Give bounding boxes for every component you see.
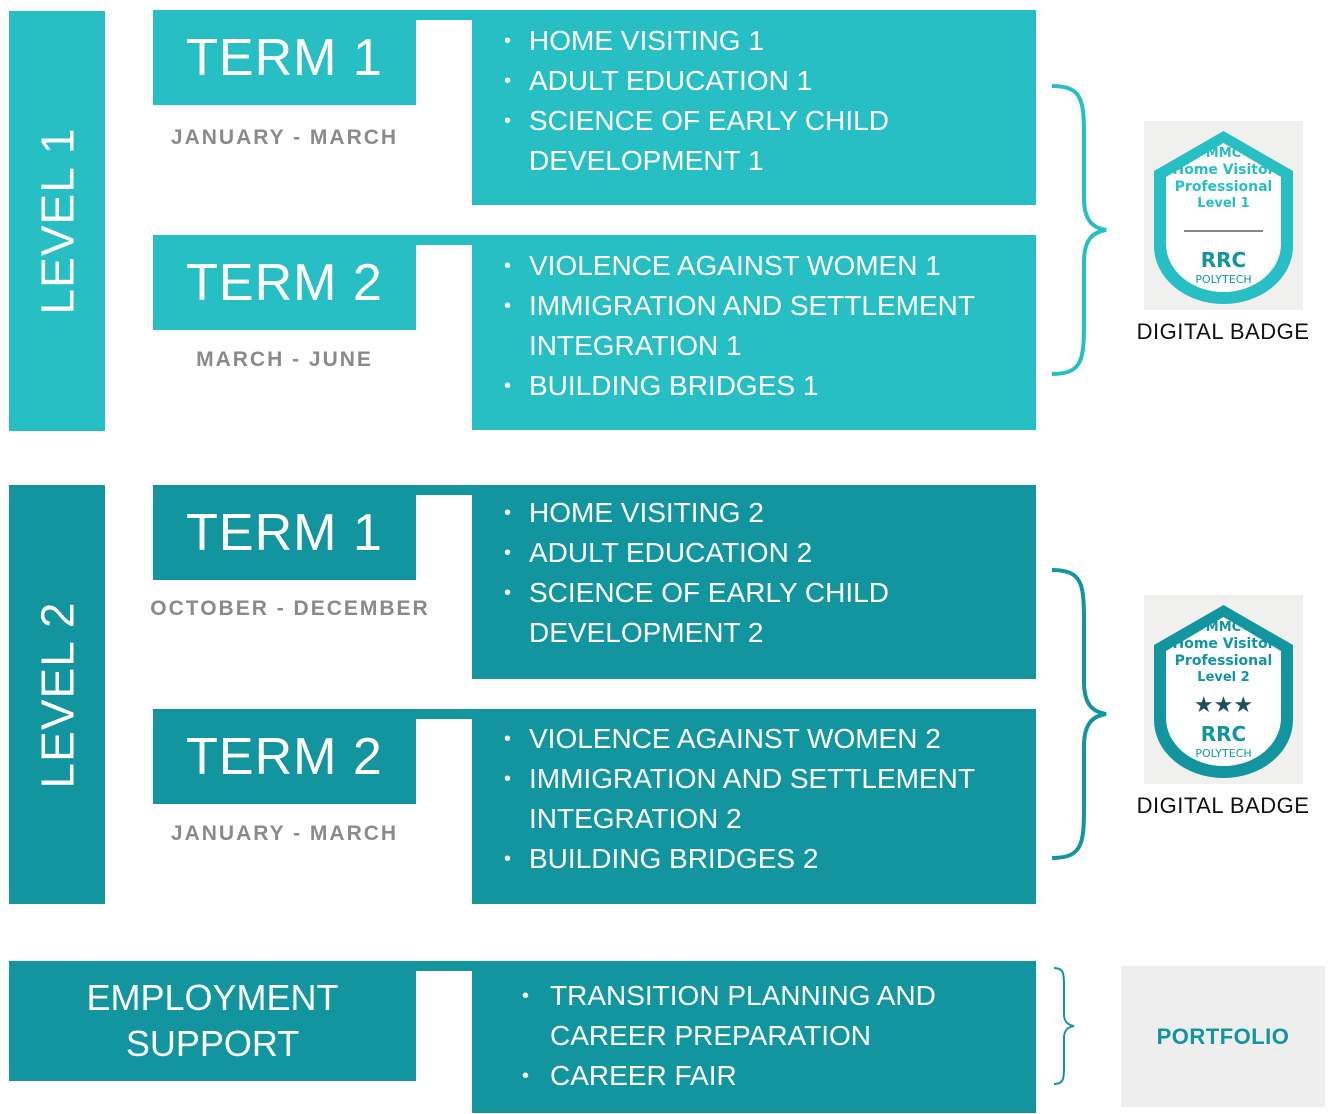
course-item: ADULT EDUCATION 2 (472, 533, 1036, 573)
level-2-term-1: TERM 1 (153, 485, 416, 580)
level-2-brace (1051, 568, 1107, 860)
level-2-bar: LEVEL 2 (9, 485, 105, 904)
level-2-term-2-courses: VIOLENCE AGAINST WOMEN 2 IMMIGRATION AND… (472, 709, 1036, 904)
portfolio-label: PORTFOLIO (1156, 1023, 1290, 1049)
course-item: BUILDING BRIDGES 1 (472, 366, 1036, 406)
term-title: TERM 1 (186, 503, 383, 562)
level-1-badge: MMC Home Visitor Professional Level 1 RR… (1144, 121, 1303, 310)
level-1-term-1-dates: JANUARY - MARCH (170, 126, 399, 149)
employment-support-box: EMPLOYMENT SUPPORT (9, 961, 416, 1081)
badge-line1: MMC (1206, 620, 1241, 635)
badge-line2: Home Visitor (1172, 636, 1274, 652)
course-item: VIOLENCE AGAINST WOMEN 1 (472, 246, 1036, 286)
badge-org: RRC (1201, 722, 1246, 746)
course-item-continuation: DEVELOPMENT 1 (529, 145, 764, 176)
level-1-term-2-dates: MARCH - JUNE (196, 348, 373, 371)
badge-icon: MMC Home Visitor Professional Level 2 ★★… (1154, 605, 1293, 778)
level-1-term-2: TERM 2 (153, 235, 416, 330)
course-item-continuation: DEVELOPMENT 2 (529, 617, 764, 648)
badge-line4: Level 2 (1197, 670, 1249, 685)
employment-title-line2: SUPPORT (125, 1023, 300, 1064)
badge-stars: ★★★ (1194, 693, 1253, 718)
badge-line2: Home Visitor (1172, 162, 1274, 178)
badge-org-sub: POLYTECH (1195, 747, 1251, 760)
connector (416, 709, 472, 719)
course-item-continuation: INTEGRATION 2 (529, 803, 742, 834)
badge-org-sub: POLYTECH (1195, 273, 1251, 286)
course-item: IMMIGRATION AND SETTLEMENT (472, 759, 1036, 799)
level-1-bar: LEVEL 1 (9, 11, 105, 431)
employment-item: TRANSITION PLANNING AND (472, 976, 1036, 1016)
connector (416, 485, 472, 495)
level-1-term-2-courses: VIOLENCE AGAINST WOMEN 1 IMMIGRATION AND… (472, 235, 1036, 430)
level-2-badge: MMC Home Visitor Professional Level 2 ★★… (1144, 595, 1303, 784)
level-2-term-1-dates: OCTOBER - DECEMBER (150, 597, 430, 620)
employment-item-continuation: CAREER PREPARATION (550, 1020, 872, 1051)
badge-line1: MMC (1206, 146, 1241, 161)
level-1-brace (1051, 84, 1107, 376)
course-item: ADULT EDUCATION 1 (472, 61, 1036, 101)
term-title: TERM 2 (186, 253, 383, 312)
badge-line3: Professional (1175, 179, 1273, 195)
level-1-term-1: TERM 1 (153, 10, 416, 105)
connector (416, 961, 472, 971)
course-item: HOME VISITING 1 (472, 21, 1036, 61)
course-item: VIOLENCE AGAINST WOMEN 2 (472, 719, 1036, 759)
term-title: TERM 2 (186, 727, 383, 786)
level-1-badge-label: DIGITAL BADGE (1136, 319, 1310, 344)
badge-icon: MMC Home Visitor Professional Level 1 RR… (1154, 131, 1293, 304)
level-2-badge-label: DIGITAL BADGE (1136, 793, 1310, 818)
level-1-term-1-courses: HOME VISITING 1 ADULT EDUCATION 1 SCIENC… (472, 10, 1036, 205)
badge-org: RRC (1201, 248, 1246, 272)
level-1-label: LEVEL 1 (31, 127, 83, 315)
level-2-label: LEVEL 2 (31, 601, 83, 788)
employment-brace (1053, 967, 1075, 1085)
course-item-continuation: INTEGRATION 1 (529, 330, 742, 361)
term-title: TERM 1 (186, 28, 383, 87)
course-item: SCIENCE OF EARLY CHILD (472, 101, 1036, 141)
course-item: BUILDING BRIDGES 2 (472, 839, 1036, 879)
employment-title-line1: EMPLOYMENT (86, 977, 339, 1018)
level-2-term-2-dates: JANUARY - MARCH (170, 822, 399, 845)
badge-line4: Level 1 (1197, 196, 1249, 211)
course-item: HOME VISITING 2 (472, 493, 1036, 533)
level-2-term-2: TERM 2 (153, 709, 416, 804)
connector (416, 235, 472, 245)
course-item: SCIENCE OF EARLY CHILD (472, 573, 1036, 613)
employment-item: CAREER FAIR (472, 1056, 1036, 1096)
portfolio-box: PORTFOLIO (1121, 966, 1325, 1107)
course-item: IMMIGRATION AND SETTLEMENT (472, 286, 1036, 326)
level-2-term-1-courses: HOME VISITING 2 ADULT EDUCATION 2 SCIENC… (472, 485, 1036, 679)
badge-line3: Professional (1175, 653, 1273, 669)
connector (416, 10, 472, 20)
employment-items: TRANSITION PLANNING AND CAREER PREPARATI… (472, 961, 1036, 1113)
